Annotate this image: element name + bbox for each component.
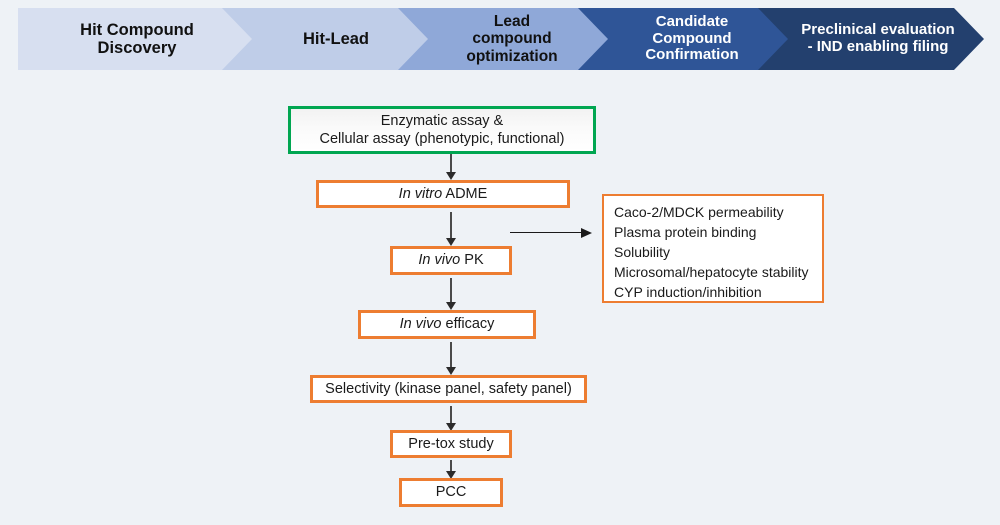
arrow-pk-to-efficacy: [444, 278, 458, 310]
stage-label-line2: Discovery: [97, 39, 177, 57]
assay-list-item: Caco-2/MDCK permeability: [614, 204, 784, 220]
arrow-assay-to-adme: [444, 154, 458, 180]
selectivity-label: Selectivity (kinase panel, safety panel): [325, 380, 572, 397]
assay-list-item: Microsomal/hepatocyte stability: [614, 263, 809, 280]
stage-label-line2: Compound: [652, 29, 732, 47]
stage-chevron-hit-compound-discovery[interactable]: Hit Compound Discovery: [18, 8, 256, 70]
stage-label-line1: Hit Compound: [80, 20, 194, 39]
stage-chevron-preclinical-evaluation[interactable]: Preclinical evaluation - IND enabling fi…: [758, 8, 984, 70]
pk-italic: In vivo: [418, 252, 461, 269]
assay-list-item: CYP induction/inhibition: [614, 283, 762, 300]
stage-label-line3: optimization: [466, 47, 558, 65]
flow-box-in-vitro-adme[interactable]: In vitro ADME: [316, 180, 570, 208]
adme-rest: ADME: [442, 185, 488, 202]
assay-list-item: Plasma protein binding: [614, 223, 757, 240]
stage-chevron-candidate-compound-confirmation[interactable]: Candidate Compound Confirmation: [578, 8, 792, 70]
pre-tox-label: Pre-tox study: [408, 435, 494, 452]
stage-chevron-lead-compound-optimization[interactable]: Lead compound optimization: [398, 8, 612, 70]
stage-label-line2: compound: [472, 30, 552, 48]
stage-label-line1: Hit-Lead: [303, 29, 369, 48]
adme-italic: In vitro: [398, 185, 443, 202]
arrow-selectivity-to-pretox: [444, 406, 458, 431]
flow-box-assay[interactable]: Enzymatic assay & Cellular assay (phenot…: [288, 106, 596, 154]
stage-label-line3: Confirmation: [645, 46, 739, 64]
stage-label-line1: Lead: [493, 12, 531, 30]
arrow-adme-to-pk: [444, 212, 458, 246]
flow-box-pre-tox-study[interactable]: Pre-tox study: [390, 430, 512, 458]
pcc-label: PCC: [435, 484, 467, 501]
flow-box-selectivity[interactable]: Selectivity (kinase panel, safety panel): [310, 375, 587, 403]
assay-line1: Enzymatic assay &: [380, 112, 504, 129]
flow-box-in-vivo-efficacy[interactable]: In vivo efficacy: [358, 310, 536, 339]
stage-label-line1: Preclinical evaluation: [801, 21, 955, 39]
stage-label-line1: Candidate: [655, 12, 729, 30]
stage-chevron-hit-lead[interactable]: Hit-Lead: [222, 8, 432, 70]
pk-rest: PK: [460, 252, 484, 269]
adme-assay-list-panel[interactable]: Caco-2/MDCK permeability Plasma protein …: [602, 194, 824, 303]
assay-line2: Cellular assay (phenotypic, functional): [319, 131, 565, 147]
flow-box-in-vivo-pk[interactable]: In vivo PK: [390, 246, 512, 275]
assay-list-item: Solubility: [614, 243, 671, 260]
stage-label-line2: - IND enabling filing: [807, 38, 949, 55]
flow-box-pcc[interactable]: PCC: [399, 478, 503, 507]
arrow-adme-to-assay-list: [510, 227, 592, 239]
drug-discovery-stage-banner: Hit Compound Discovery Hit-Lead Lead com…: [18, 8, 984, 70]
arrow-pretox-to-pcc: [444, 460, 458, 479]
arrow-efficacy-to-selectivity: [444, 342, 458, 375]
efficacy-rest: efficacy: [441, 316, 495, 333]
efficacy-italic: In vivo: [399, 316, 442, 333]
